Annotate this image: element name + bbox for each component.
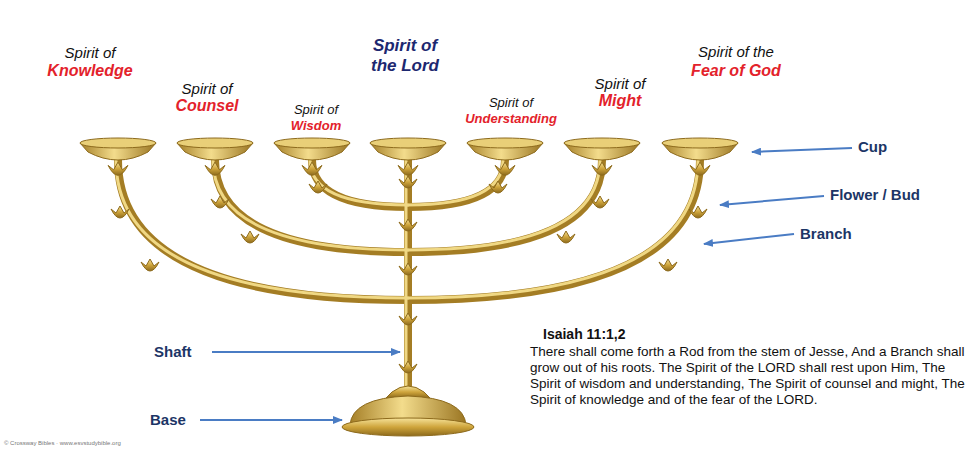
spirit-caption: Spirit of [294,103,338,118]
spirit-caption: Spirit of [595,75,646,92]
part-label: Cup [858,138,887,155]
part-label: Branch [800,225,852,242]
flower-bud [399,263,417,275]
flower-bud [591,196,609,208]
flower-bud [108,162,128,175]
flower-bud [399,219,417,231]
part-label: Base [150,411,186,428]
cup-rim [80,138,156,148]
flower-bud [309,181,327,193]
flower-bud [141,259,159,271]
flower-bud [489,181,507,193]
part-label: Shaft [154,343,192,360]
flower-bud [398,162,418,175]
spirit-name: Understanding [465,112,557,127]
flower-bud [211,196,229,208]
flower-bud [592,162,612,175]
cup-rim [564,138,640,148]
spirit-name: Knowledge [47,62,132,80]
cup-rim [662,138,738,148]
spirit-name: Wisdom [291,119,341,134]
spirit-name: the Lord [371,56,439,76]
cup-rim [274,138,350,148]
part-label: Flower / Bud [830,186,920,203]
verse-text: There shall come forth a Rod from the st… [530,344,970,408]
verse-reference: Isaiah 11:1,2 [543,326,626,342]
base [342,386,474,436]
spirit-name: Might [599,92,642,110]
flower-bud [302,162,322,175]
flower-bud [690,162,710,175]
spirit-caption: Spirit of [489,96,533,111]
watermark: © Crossway Bibles · www.esvstudybible.or… [4,440,121,447]
spirit-caption: Spirit of the [698,43,774,60]
spirit-name: Fear of God [691,62,781,80]
cups-and-buds [80,138,738,373]
flower-bud [659,259,677,271]
flower-bud [495,162,515,175]
flower-bud [399,313,417,325]
flower-bud [399,176,417,188]
cup-rim [370,138,446,148]
spirit-name: Counsel [175,97,238,115]
flower-bud [399,361,417,373]
flower-bud [205,162,225,175]
cup-rim [467,138,543,148]
flower-bud [111,206,129,218]
flower-bud [689,206,707,218]
spirit-caption: Spirit of [373,36,437,56]
cup-rim [177,138,253,148]
spirit-caption: Spirit of [182,80,233,97]
flower-bud [557,231,575,243]
spirit-caption: Spirit of [65,44,116,61]
flower-bud [241,231,259,243]
